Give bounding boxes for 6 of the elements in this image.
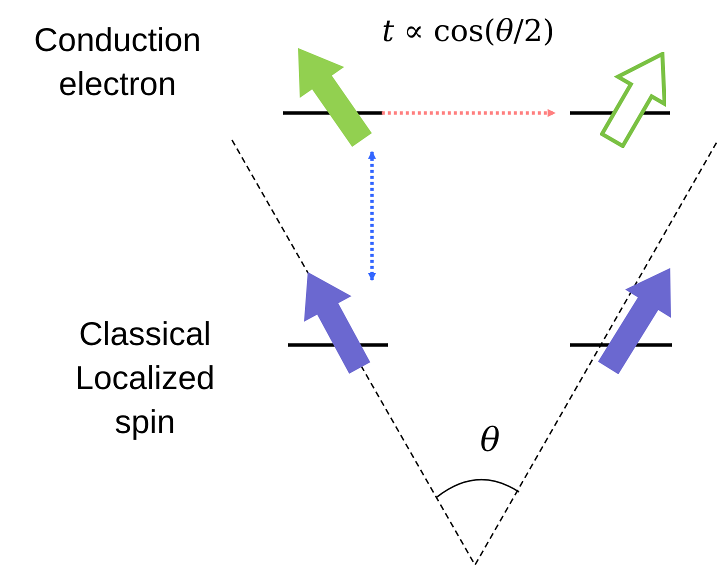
dotted-arrow [382,109,556,117]
side-label: Conduction electron [34,21,201,102]
edge-label: t ∝ cos(θ/2) [382,14,554,49]
angle-label: θ [480,420,500,459]
dotted-arrow [368,150,376,281]
side-label: Classical Localized spin [75,315,215,440]
